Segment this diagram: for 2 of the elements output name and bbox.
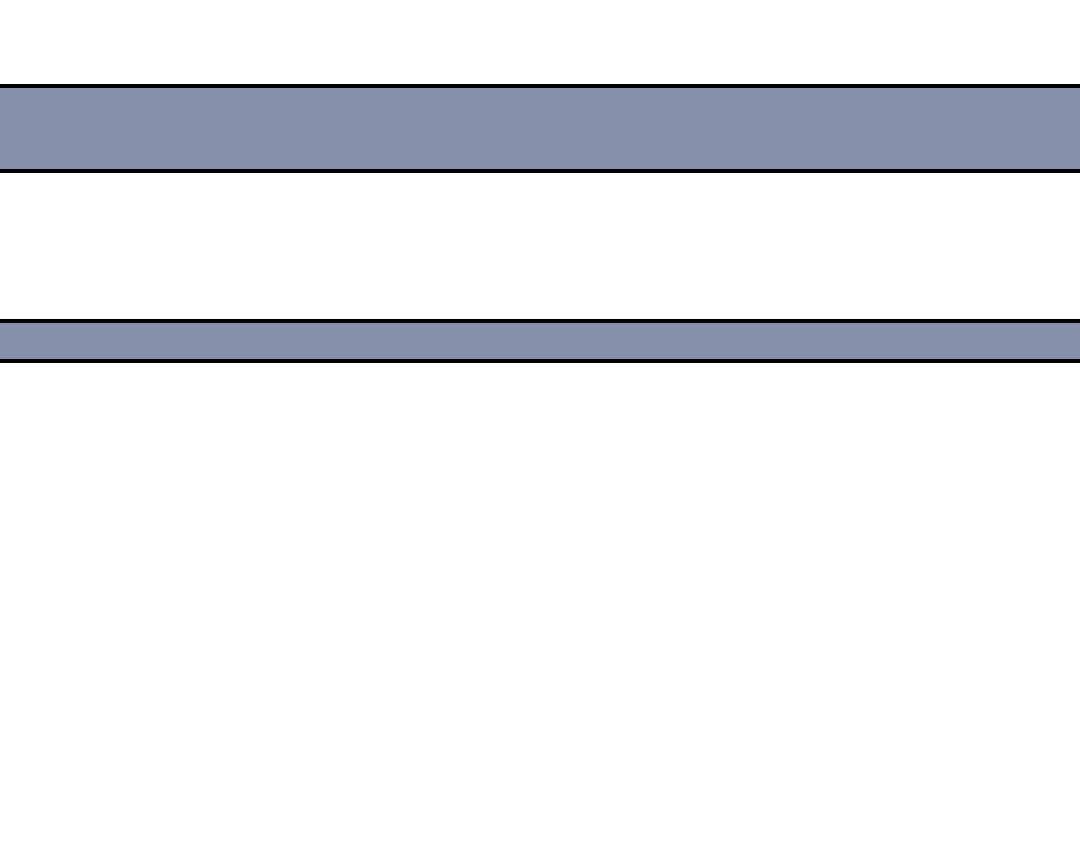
band [0, 318, 1080, 364]
band [0, 83, 1080, 174]
